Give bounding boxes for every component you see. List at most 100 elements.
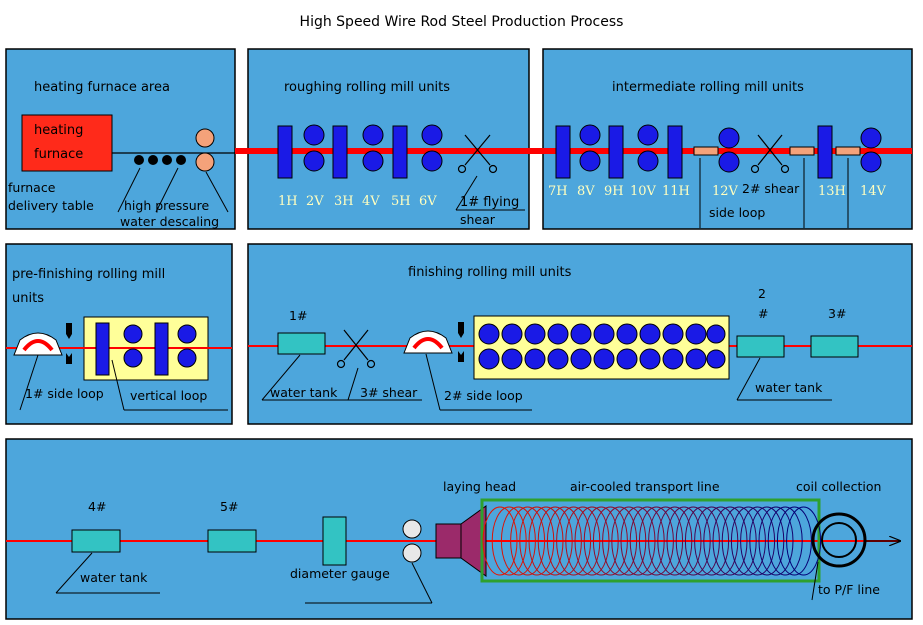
wire-coil-loop	[510, 506, 546, 576]
loop-guide	[835, 146, 861, 156]
wire-coil-loop	[694, 506, 730, 576]
wire-coil-loop	[712, 506, 748, 576]
loop-guide	[789, 146, 815, 156]
panel3-title: intermediate rolling mill units	[612, 80, 804, 95]
stand-roll	[177, 324, 197, 344]
wire-coil-loop	[500, 506, 536, 576]
wire-coil-loop	[602, 506, 638, 576]
wire-coil-loop	[749, 506, 785, 576]
transport-line-label: air-cooled transport line	[570, 479, 720, 494]
tank-2-label-2: #	[758, 306, 768, 321]
wire-coil-loop	[767, 506, 803, 576]
laying-head-label: laying head	[443, 479, 516, 494]
wire-coil-loop	[537, 506, 573, 576]
wire-coil-loop	[786, 506, 822, 576]
stand-14v-bottom	[860, 151, 882, 173]
stand-label-14v: 14V	[860, 184, 887, 199]
stand-12v-top	[718, 127, 740, 149]
wire-coil-loop	[583, 506, 619, 576]
stand-label-13h: 13H	[818, 184, 846, 199]
wire-coil-loop	[629, 506, 665, 576]
stand-label-12v: 12V	[712, 184, 739, 199]
pinch-blade	[458, 322, 464, 338]
flying-shear-label-1: 1# flying	[460, 195, 519, 210]
descaling-roll	[195, 152, 215, 172]
wire-coil-loop	[703, 506, 739, 576]
wire-coil-loop	[528, 506, 564, 576]
stand-10v-top	[637, 124, 659, 146]
descaling-label-2: water descaling	[120, 214, 219, 229]
panel2-title: roughing rolling mill units	[284, 80, 450, 95]
stand-roll	[123, 324, 143, 344]
tank-1-label: 1#	[289, 308, 307, 323]
stand-6v-bottom	[421, 150, 443, 172]
water-tank-4	[71, 529, 121, 553]
side-loop-label: side loop	[709, 205, 765, 220]
roughing-stands	[277, 124, 443, 179]
stand-label-2v: 2V	[306, 194, 324, 209]
stand-4v-bottom	[362, 150, 384, 172]
pinch-roll	[402, 543, 422, 563]
delivery-roller	[176, 155, 186, 165]
stand-label-7h: 7H	[548, 184, 568, 199]
delivery-roller	[134, 155, 144, 165]
tank-4-label: 4#	[88, 499, 106, 514]
wire-coil-loop	[574, 506, 610, 576]
stand-vertical	[154, 322, 169, 376]
stand-11h	[667, 125, 683, 179]
descaling-label-1: high pressure	[124, 198, 210, 213]
stand-label-6v: 6V	[419, 194, 437, 209]
descaling-roll	[195, 128, 215, 148]
side-loop-2-label: 2# side loop	[444, 388, 523, 403]
delivery-roller	[148, 155, 158, 165]
wire-coil-loop	[482, 506, 518, 576]
side-loop-2-icon	[403, 330, 453, 354]
stand-vertical	[95, 322, 110, 376]
stand-label-3h: 3H	[334, 194, 354, 209]
coil-collection-icon	[811, 512, 867, 568]
stand-9h	[608, 125, 624, 179]
water-tank-2-label: water tank	[755, 380, 823, 395]
water-tank-label: water tank	[80, 570, 148, 585]
wire-coil-loop	[740, 506, 776, 576]
stand-label-4v: 4V	[362, 194, 380, 209]
stand-1h	[277, 125, 293, 179]
tank-2-label-1: 2	[758, 286, 766, 301]
intermediate-stands	[555, 124, 882, 179]
furnace-label-2: furnace	[34, 147, 83, 162]
stand-roll	[177, 348, 197, 368]
pre-finishing-stands	[95, 322, 197, 376]
wire-coil-loop	[684, 506, 720, 576]
tank-3-label: 3#	[828, 306, 846, 321]
stand-4v-top	[362, 124, 384, 146]
laying-head	[435, 505, 487, 577]
stand-2v-top	[303, 124, 325, 146]
delivery-label-2: delivery table	[8, 198, 94, 213]
wire-coil-loop	[648, 506, 684, 576]
shear-2-icon	[750, 134, 790, 174]
stand-label-5h: 5H	[391, 194, 411, 209]
stand-2v-bottom	[303, 150, 325, 172]
stand-label-1h: 1H	[278, 194, 298, 209]
water-tank-5	[207, 529, 257, 553]
wire-coil-loop	[620, 506, 656, 576]
wire-coils	[482, 506, 822, 576]
wire-coil-loop	[730, 506, 766, 576]
pinch-blade	[458, 351, 464, 362]
furnace-label-1: heating	[34, 123, 83, 138]
wire-coil-loop	[592, 506, 628, 576]
stand-label-10v: 10V	[630, 184, 657, 199]
stand-8v-bottom	[579, 150, 601, 172]
to-pf-label: to P/F line	[818, 582, 880, 597]
stand-14v-top	[860, 127, 882, 149]
pinch-roll	[402, 519, 422, 539]
stand-13h	[817, 125, 833, 179]
shear-3-label: 3# shear	[360, 385, 418, 400]
water-tank-3	[810, 335, 859, 358]
coil-collection-label: coil collection	[796, 479, 881, 494]
wire-coil-loop	[776, 506, 812, 576]
stand-label-9h: 9H	[604, 184, 624, 199]
side-loop-1-icon	[13, 332, 63, 356]
water-tank-2	[736, 335, 785, 358]
